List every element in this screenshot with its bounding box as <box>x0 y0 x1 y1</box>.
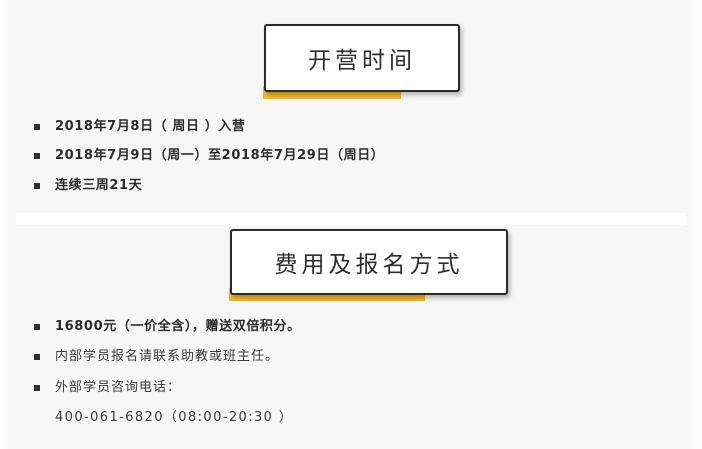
list-item-text: 2018年7月8日（ 周日 ）入营 <box>55 119 246 134</box>
list-item-text: 外部学员咨询电话： <box>55 380 182 395</box>
list-item-text: 内部学员报名请联系助教或班主任。 <box>55 349 280 364</box>
fees-heading: 费用及报名方式 <box>274 252 464 278</box>
fees-heading-box: 费用及报名方式 <box>230 229 508 295</box>
schedule-heading-box: 开营时间 <box>264 24 460 92</box>
square-bullet-icon <box>34 124 40 130</box>
list-item-text: 16800元（一价全含），赠送双倍积分。 <box>55 319 301 334</box>
list-item-text: 2018年7月9日（周一）至2018年7月29日（周日） <box>55 148 385 163</box>
phone-number: 400-061-6820（08:00-20:30 ） <box>55 410 294 425</box>
section-divider <box>16 213 686 225</box>
schedule-heading: 开营时间 <box>308 48 416 74</box>
square-bullet-icon <box>34 354 40 360</box>
list-item-text: 连续三周21天 <box>55 178 143 193</box>
square-bullet-icon <box>34 153 40 159</box>
square-bullet-icon <box>34 385 40 391</box>
square-bullet-icon <box>34 324 40 330</box>
square-bullet-icon <box>34 183 40 189</box>
